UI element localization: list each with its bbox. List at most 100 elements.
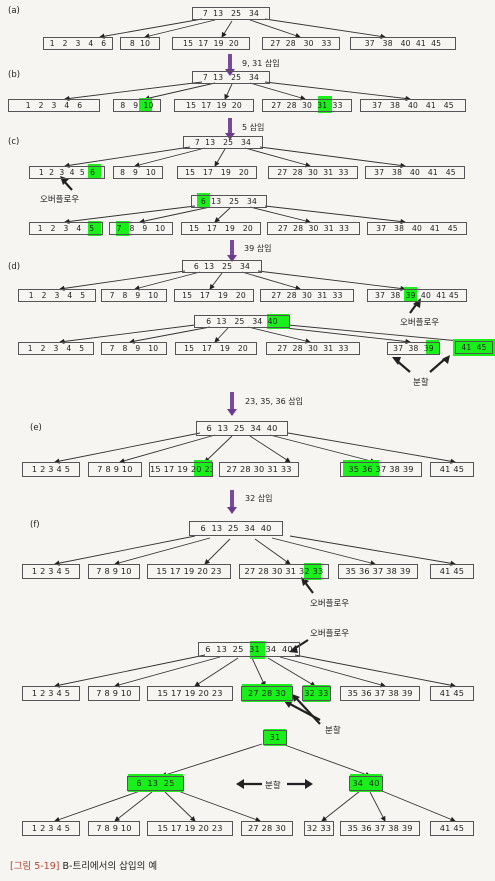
leaf-node: 37 38 40 41 45 xyxy=(365,166,465,179)
step-arrow xyxy=(227,392,237,416)
leaf-node: 1 2 3 4 5 xyxy=(22,564,80,579)
leaf-node: 1 2 3 4 5 6 xyxy=(29,166,105,179)
leaf-node: 15 17 19 20 xyxy=(181,222,261,235)
section-label-f: (f) xyxy=(30,520,40,530)
leaf-node: 41 45 xyxy=(430,564,474,579)
highlight-key xyxy=(250,641,265,659)
step-label: 23, 35, 36 삽입 xyxy=(245,397,303,406)
step-arrow xyxy=(227,490,237,514)
leaf-node: 1 2 3 4 5 xyxy=(18,289,96,302)
section-label-b: (b) xyxy=(8,70,21,80)
leaf-node: 27 28 30 31 33 xyxy=(268,166,358,179)
highlight-node xyxy=(303,685,330,702)
leaf-node: 1 2 3 4 5 xyxy=(18,342,94,355)
split-label: 분할 xyxy=(265,781,281,791)
step-label: 32 삽입 xyxy=(245,494,273,503)
highlight-key xyxy=(88,164,101,179)
highlight-key xyxy=(194,460,212,477)
highlight-node xyxy=(128,774,183,792)
leaf-node: 7 8 9 10 xyxy=(109,222,173,235)
split-label: 분할 xyxy=(325,726,341,736)
split-label: 분할 xyxy=(413,378,429,388)
highlight-key xyxy=(139,98,152,112)
leaf-node: 1 2 3 4 6 xyxy=(43,37,113,50)
leaf-node: 32 33 xyxy=(302,686,331,701)
step-arrow xyxy=(227,240,237,262)
highlight-key xyxy=(343,460,379,477)
leaf-node: 8 10 xyxy=(120,37,160,50)
highlight-key xyxy=(318,96,332,113)
highlight-key xyxy=(426,340,439,355)
leaf-node: 35 36 37 38 39 xyxy=(340,462,422,477)
overflow-label: 오버플로우 xyxy=(310,629,350,639)
root-node: 7 13 25 34 xyxy=(183,136,263,149)
root-node: 6 13 25 34 40 xyxy=(196,421,288,436)
leaf-node: 7 8 9 10 xyxy=(101,342,167,355)
leaf-node: 37 38 39 xyxy=(387,342,440,355)
leaf-node: 15 17 19 20 23 xyxy=(147,564,231,579)
step-arrow xyxy=(225,54,235,76)
caption-text: B-트리에서의 삽입의 예 xyxy=(59,861,158,872)
overflow-label: 오버플로우 xyxy=(310,599,350,609)
section-label-e: (e) xyxy=(30,423,42,433)
highlight-node xyxy=(242,684,292,702)
leaf-node: 27 28 30 33 xyxy=(262,37,340,50)
leaf-node: 7 8 9 10 xyxy=(88,462,142,477)
leaf-node: 15 17 19 20 xyxy=(174,289,254,302)
leaf-node: 1 2 3 4 5 xyxy=(22,462,80,477)
leaf-node: 41 45 xyxy=(430,462,474,477)
leaf-node: 8 9 10 xyxy=(113,166,163,179)
root-node: 7 13 25 34 xyxy=(192,71,270,84)
leaf-node: 27 28 30 31 33 xyxy=(219,462,299,477)
overflow-label: 오버플로우 xyxy=(400,318,440,328)
leaf-node: 37 38 40 41 45 xyxy=(350,37,456,50)
leaf-node: 15 17 19 20 xyxy=(175,342,257,355)
leaf-node: 41 45 xyxy=(455,341,493,354)
section-label-a: (a) xyxy=(8,6,20,16)
leaf-node: 15 17 19 20 xyxy=(177,166,257,179)
leaf-node: 35 36 37 38 39 xyxy=(340,686,420,701)
highlight-key xyxy=(88,221,101,236)
leaf-node: 37 38 40 41 45 xyxy=(367,222,467,235)
leaf-node: 27 28 30 31 33 xyxy=(266,342,360,355)
leaf-node: 7 8 9 10 xyxy=(88,686,140,701)
highlight-key xyxy=(304,563,321,580)
leaf-node: 27 28 30 xyxy=(241,686,293,701)
leaf-node: 1 2 3 4 6 xyxy=(8,99,100,112)
root-node: 6 13 25 34 xyxy=(191,195,267,208)
root-node: 7 13 25 34 xyxy=(192,7,270,20)
leaf-node: 27 28 30 xyxy=(241,821,293,836)
leaf-node: 15 17 19 20 xyxy=(172,37,250,50)
caption-tag: [그림 5-19] xyxy=(10,861,60,872)
leaf-node: 27 28 30 31 33 xyxy=(260,289,354,302)
leaf-node: 1 2 3 4 5 xyxy=(29,222,103,235)
highlight-node xyxy=(350,774,382,792)
leaf-node: 37 38 39 40 41 45 xyxy=(367,289,467,302)
highlight-node xyxy=(264,729,286,746)
step-label: 39 삽입 xyxy=(244,244,272,253)
step-label: 9, 31 삽입 xyxy=(242,59,280,68)
leaf-node: 41 45 xyxy=(430,686,474,701)
highlight-key xyxy=(197,193,210,208)
overflow-label: 오버플로우 xyxy=(40,195,80,205)
leaf-node: 1 2 3 4 5 xyxy=(22,686,80,701)
highlight-node xyxy=(453,339,495,356)
leaf-node: 15 17 19 20 23 xyxy=(149,462,213,477)
highlight-key xyxy=(267,314,289,329)
leaf-node: 41 45 xyxy=(430,821,474,836)
leaf-node: 35 36 37 38 39 xyxy=(340,821,420,836)
leaf-node: 7 8 9 10 xyxy=(88,821,140,836)
leaf-node: 15 17 19 20 23 xyxy=(147,821,233,836)
root-node: 6 13 25 34 40 xyxy=(194,315,290,328)
leaf-node: 15 17 19 20 xyxy=(174,99,254,112)
highlight-key xyxy=(116,221,129,236)
root-node: 6 13 25 34 xyxy=(182,260,262,273)
leaf-node: 8 9 10 xyxy=(113,99,161,112)
leaf-node: 35 36 37 38 39 xyxy=(338,564,418,579)
root-node: 31 xyxy=(263,730,287,745)
highlight-key xyxy=(404,287,417,302)
leaf-node: 27 28 30 31 33 xyxy=(267,222,360,235)
leaf-node: 27 28 30 31 33 xyxy=(262,99,352,112)
